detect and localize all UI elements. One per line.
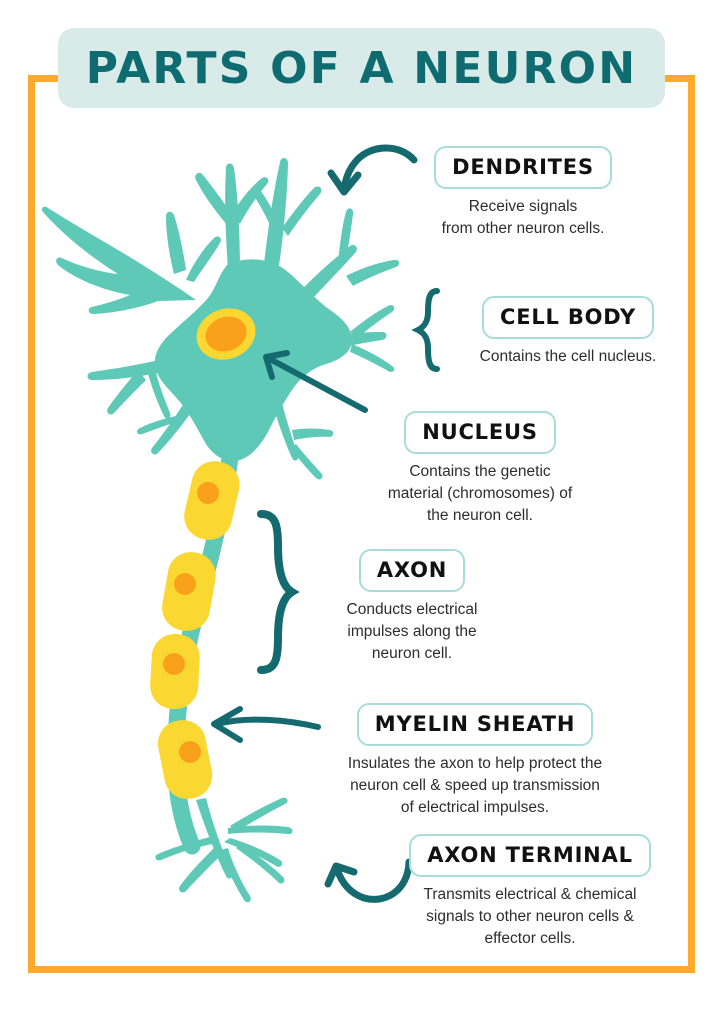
- callout-cell-body-description: Contains the cell nucleus.: [448, 346, 688, 368]
- callout-line: signals to other neuron cells &: [426, 908, 634, 925]
- callout-axon-pill: AXON: [358, 549, 466, 592]
- callout-dendrites-pill: DENDRITES: [434, 146, 612, 189]
- callout-axon-terminal: AXON TERMINAL Transmits electrical & che…: [398, 834, 662, 950]
- page-title: PARTS OF A NEURON: [85, 42, 638, 94]
- callout-myelin-sheath-pill: MYELIN SHEATH: [356, 703, 594, 746]
- callout-cell-body: CELL BODY Contains the cell nucleus.: [448, 296, 688, 368]
- callout-line: from other neuron cells.: [441, 220, 605, 237]
- callout-myelin-sheath: MYELIN SHEATH Insulates the axon to help…: [289, 703, 661, 819]
- callout-axon-description: Conducts electrical impulses along the n…: [296, 599, 528, 665]
- title-banner: PARTS OF A NEURON: [58, 28, 665, 108]
- callout-line: of electrical impulses.: [400, 799, 550, 816]
- callout-myelin-sheath-description: Insulates the axon to help protect the n…: [289, 753, 661, 819]
- callout-line: neuron cell & speed up transmission: [350, 777, 600, 794]
- callout-cell-body-title: CELL BODY: [500, 305, 636, 329]
- callout-axon-title: AXON: [376, 558, 448, 582]
- callout-line: material (chromosomes) of: [387, 485, 573, 502]
- callout-nucleus-description: Contains the genetic material (chromosom…: [345, 461, 615, 527]
- callout-line: effector cells.: [484, 930, 576, 947]
- callout-line: Insulates the axon to help protect the: [347, 755, 603, 772]
- callout-line: neuron cell.: [371, 645, 453, 662]
- callout-line: Contains the genetic: [409, 463, 551, 480]
- callout-dendrites-description: Receive signals from other neuron cells.: [408, 196, 638, 240]
- callout-line: impulses along the: [347, 623, 477, 640]
- callout-axon-terminal-title: AXON TERMINAL: [427, 843, 633, 867]
- callout-line: Transmits electrical & chemical: [423, 886, 637, 903]
- callout-myelin-sheath-title: MYELIN SHEATH: [374, 712, 576, 736]
- callout-nucleus-pill: NUCLEUS: [404, 411, 556, 454]
- callout-dendrites: DENDRITES Receive signals from other neu…: [408, 146, 638, 240]
- callout-nucleus: NUCLEUS Contains the genetic material (c…: [345, 411, 615, 527]
- callout-axon-terminal-description: Transmits electrical & chemical signals …: [398, 884, 662, 950]
- callout-dendrites-title: DENDRITES: [452, 155, 594, 179]
- callout-line: the neuron cell.: [427, 507, 533, 524]
- callout-nucleus-title: NUCLEUS: [422, 420, 538, 444]
- callout-axon-terminal-pill: AXON TERMINAL: [409, 834, 651, 877]
- callout-line: Contains the cell nucleus.: [479, 348, 657, 365]
- callout-line: Receive signals: [468, 198, 578, 215]
- callout-cell-body-pill: CELL BODY: [482, 296, 654, 339]
- callout-line: Conducts electrical: [346, 601, 478, 618]
- callout-axon: AXON Conducts electrical impulses along …: [296, 549, 528, 665]
